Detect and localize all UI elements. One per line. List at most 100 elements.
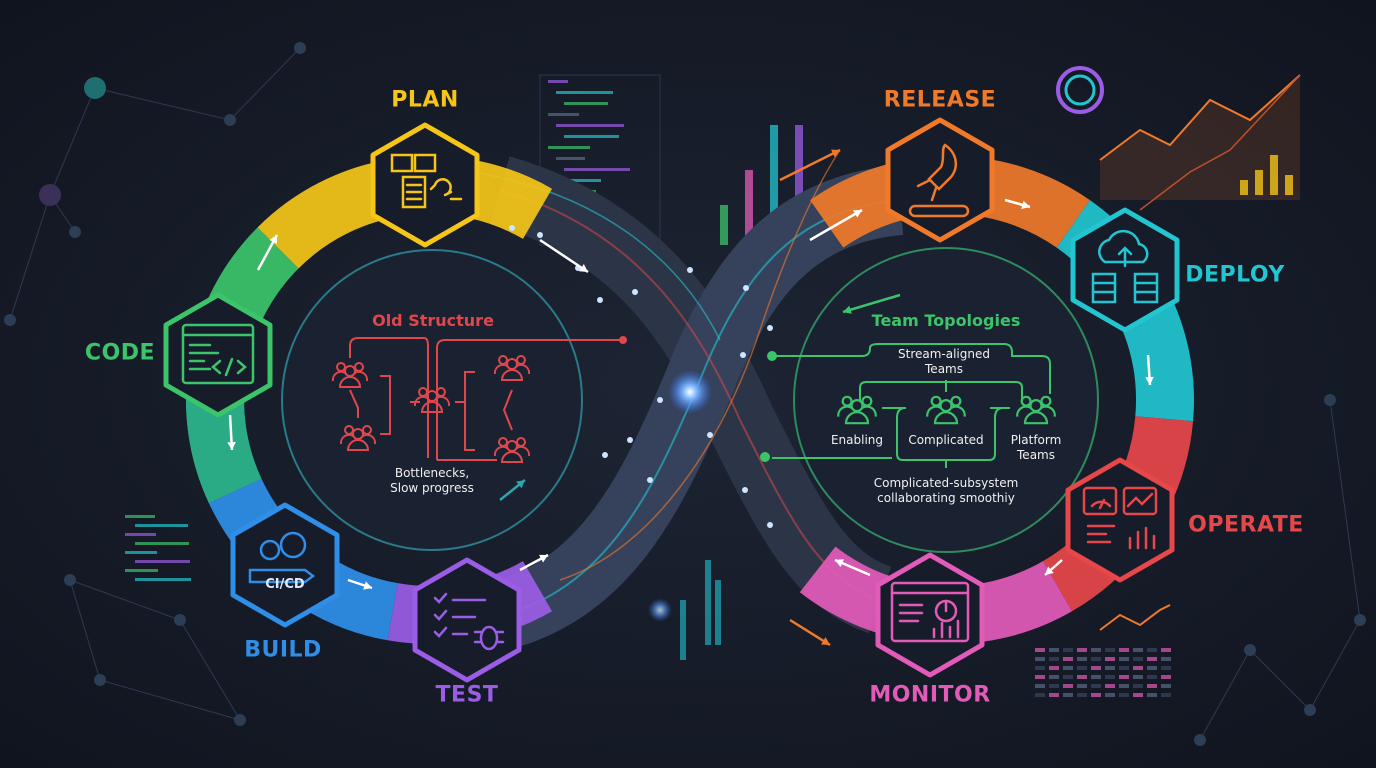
- flow-arrow: [809, 208, 863, 242]
- grid-decoration: [1133, 648, 1143, 652]
- rocket-icon: [908, 143, 970, 218]
- network-node: [1244, 644, 1256, 656]
- grid-decoration: [1049, 666, 1059, 670]
- network-link: [9, 194, 51, 321]
- grid-decoration: [1133, 657, 1143, 661]
- grid-decoration: [1049, 675, 1059, 679]
- network-link: [1199, 649, 1251, 741]
- grid-decoration: [1105, 666, 1115, 670]
- grid-decoration: [1147, 693, 1157, 697]
- enabling-label: Enabling: [830, 433, 884, 447]
- tt-caption-2: collaborating smoothiy: [877, 491, 1015, 505]
- grid-decoration: [1119, 666, 1129, 670]
- old-structure-connectors: [349, 337, 623, 461]
- grid-decoration: [1077, 675, 1087, 679]
- grid-decoration: [1035, 648, 1045, 652]
- grid-decoration: [1091, 657, 1101, 661]
- code-line-decoration: [564, 168, 630, 171]
- network-node: [294, 42, 306, 54]
- team-icon: [331, 362, 369, 388]
- grid-decoration: [1091, 666, 1101, 670]
- light-particle: [767, 522, 773, 528]
- grid-decoration: [1133, 666, 1143, 670]
- grid-decoration: [1161, 648, 1171, 652]
- network-node: [94, 674, 106, 686]
- grid-decoration: [1119, 693, 1129, 697]
- network-node: [1324, 394, 1336, 406]
- kanban-board-icon: [390, 153, 463, 209]
- grid-decoration: [1133, 693, 1143, 697]
- connector-node: [619, 336, 627, 344]
- grid-decoration: [1035, 666, 1045, 670]
- grid-decoration: [1077, 684, 1087, 688]
- network-link: [94, 87, 231, 121]
- light-particle: [509, 225, 515, 231]
- grid-decoration: [1091, 684, 1101, 688]
- flow-arrow: [516, 480, 525, 489]
- gears-pipeline-icon: [248, 531, 316, 584]
- stream-aligned-label-1: Stream-aligned: [898, 347, 990, 361]
- light-particle: [743, 285, 749, 291]
- line-chart-decoration: [1099, 74, 1301, 161]
- code-line-decoration: [125, 533, 156, 536]
- flow-line: [559, 149, 841, 581]
- code-line-decoration: [556, 124, 624, 127]
- complicated-team-icon: [926, 395, 966, 425]
- network-node: [4, 314, 16, 326]
- grid-decoration: [1063, 648, 1073, 652]
- flow-arrow: [227, 441, 236, 450]
- grid-decoration: [1119, 648, 1129, 652]
- network-node: [174, 614, 186, 626]
- network-node: [39, 184, 61, 206]
- grid-decoration: [1119, 675, 1129, 679]
- center-glow: [668, 370, 712, 414]
- network-node: [234, 714, 246, 726]
- hex-operate: [1065, 457, 1175, 583]
- flow-arrow: [269, 235, 278, 244]
- grid-decoration: [1091, 693, 1101, 697]
- light-particle: [707, 432, 713, 438]
- grid-decoration: [1105, 684, 1115, 688]
- grid-decoration: [1161, 675, 1171, 679]
- grid-decoration: [1105, 693, 1115, 697]
- network-link: [69, 579, 101, 681]
- grid-decoration: [1147, 684, 1157, 688]
- grid-decoration: [1035, 657, 1045, 661]
- cloud-servers-icon: [1091, 229, 1159, 304]
- old-structure-caption-1: Bottlenecks,: [394, 466, 470, 480]
- grid-decoration: [1161, 684, 1171, 688]
- code-line-decoration: [548, 179, 601, 182]
- hexagon-frame: [412, 557, 522, 683]
- light-particle: [687, 267, 693, 273]
- stream-aligned-label-2: Teams: [925, 362, 963, 376]
- light-particle: [740, 352, 746, 358]
- grid-decoration: [1049, 657, 1059, 661]
- grid-decoration: [1161, 693, 1171, 697]
- code-line-decoration: [548, 80, 568, 83]
- team-topologies-title: Team Topologies: [871, 311, 1021, 330]
- team-icon: [493, 437, 531, 463]
- platform-team-icon: [1016, 395, 1056, 425]
- ring-gauge-decoration: [1064, 74, 1096, 106]
- line-chart-decoration: [1099, 604, 1171, 631]
- enabling-team-icon: [837, 395, 877, 425]
- code-line-decoration: [556, 157, 585, 160]
- code-line-decoration: [125, 551, 157, 554]
- bar-decoration: [1255, 170, 1263, 195]
- flow-arrow: [821, 637, 830, 645]
- flow-arrow: [842, 293, 901, 314]
- flow-arrow: [853, 210, 862, 218]
- grid-decoration: [1035, 693, 1045, 697]
- grid-decoration: [1063, 675, 1073, 679]
- network-node: [1194, 734, 1206, 746]
- grid-decoration: [1091, 648, 1101, 652]
- grid-decoration: [1147, 657, 1157, 661]
- stage-label-operate: OPERATE: [1188, 512, 1304, 538]
- team-topologies-connectors: [772, 343, 1051, 468]
- stage-label-code: CODE: [84, 340, 156, 366]
- stage-label-monitor: MONITOR: [869, 682, 991, 708]
- hexagon-frame: [230, 502, 340, 628]
- network-link: [99, 679, 241, 721]
- stage-label-release: RELEASE: [883, 87, 997, 113]
